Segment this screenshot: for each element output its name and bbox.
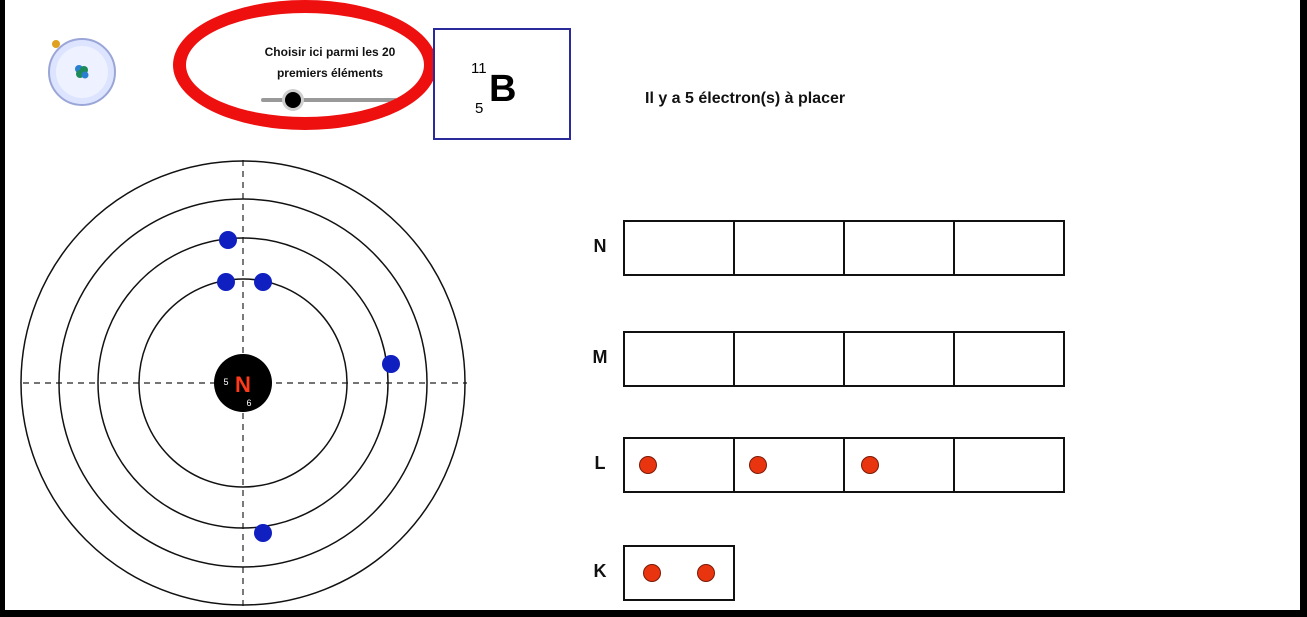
placed-electron[interactable] <box>697 564 715 582</box>
slider-label-line-2: premiers éléments <box>276 66 384 80</box>
shell-label-m: M <box>592 347 608 367</box>
shell-cell[interactable] <box>625 439 735 491</box>
nucleus-protons: 5 <box>223 377 228 387</box>
shell-cell[interactable] <box>845 222 955 274</box>
shell-cells-n <box>623 220 1065 276</box>
shell-cells-k <box>623 545 735 601</box>
shell-cell[interactable] <box>845 333 955 385</box>
shell-cell[interactable] <box>845 439 955 491</box>
shell-cell[interactable] <box>955 333 1063 385</box>
shell-cell[interactable] <box>735 439 845 491</box>
slider-label: Choisir ici parmi les 20 premiers élémen… <box>205 42 455 84</box>
slider-label-line-1: Choisir ici parmi les 20 <box>264 45 396 59</box>
shell-cell[interactable] <box>735 333 845 385</box>
element-card: 11 5 B <box>433 28 571 140</box>
applet-canvas: Choisir ici parmi les 20 premiers élémen… <box>5 0 1300 610</box>
orbit-electron[interactable] <box>254 273 272 291</box>
shell-cell[interactable] <box>955 439 1063 491</box>
element-slider-thumb[interactable] <box>285 92 301 108</box>
shell-cell[interactable] <box>735 222 845 274</box>
orbit-electron[interactable] <box>219 231 237 249</box>
shell-cell[interactable] <box>625 333 735 385</box>
orbit-electron[interactable] <box>217 273 235 291</box>
orbit-k <box>138 278 348 488</box>
atomic-number: 5 <box>475 100 484 117</box>
shell-label-n: N <box>593 236 607 256</box>
placed-electron[interactable] <box>643 564 661 582</box>
orbit-electron[interactable] <box>254 524 272 542</box>
electron-count-message: Il y a 5 électron(s) à placer <box>645 90 846 107</box>
element-slider-track[interactable] <box>261 92 397 108</box>
nucleus-letter: N <box>235 372 251 397</box>
shell-label-l: L <box>594 453 606 473</box>
bohr-model: N 5 6 <box>20 160 467 608</box>
mass-number: 11 <box>471 60 487 77</box>
element-symbol: B <box>489 68 517 110</box>
atom-icon[interactable] <box>43 36 121 108</box>
element-slider-panel: Choisir ici parmi les 20 premiers élémen… <box>205 36 455 116</box>
shell-cell[interactable] <box>955 222 1063 274</box>
shell-cell[interactable] <box>625 222 735 274</box>
shell-cells-m <box>623 331 1065 387</box>
orbit-n <box>20 160 466 606</box>
shell-cell[interactable] <box>625 547 733 599</box>
orbit-m <box>58 198 428 568</box>
nucleus <box>214 354 272 412</box>
orbit-electron[interactable] <box>382 355 400 373</box>
placed-electron[interactable] <box>861 456 879 474</box>
placed-electron[interactable] <box>749 456 767 474</box>
shell-cells-l <box>623 437 1065 493</box>
nucleus-neutrons: 6 <box>246 398 251 408</box>
placed-electron[interactable] <box>639 456 657 474</box>
orbit-l <box>97 237 389 529</box>
shell-label-k: K <box>593 561 607 581</box>
